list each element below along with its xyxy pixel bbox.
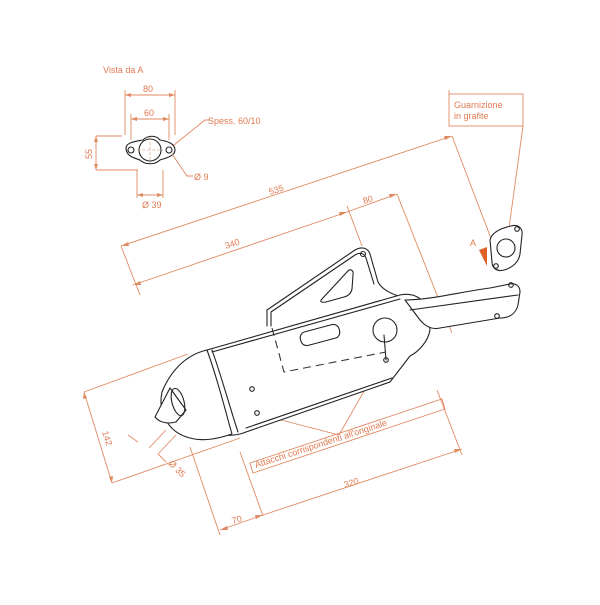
dim-height: 142 xyxy=(100,430,114,447)
dim-bracket-offset: 80 xyxy=(362,193,375,206)
gasket-note-line1: Guarnizione xyxy=(454,100,503,110)
flange-hole-diameter: Ø 9 xyxy=(194,172,209,182)
flange-outline xyxy=(125,135,176,165)
flange-bore: Ø 39 xyxy=(142,200,162,210)
mount-note: Attacchi corrispondenti all'originale xyxy=(254,418,389,470)
muffler-drawing xyxy=(154,224,523,441)
flange-width-inner: 60 xyxy=(144,108,154,118)
flange-height: 55 xyxy=(84,149,94,159)
dim-body-length: 340 xyxy=(224,237,241,251)
dim-overall-length: 535 xyxy=(268,183,285,197)
view-label: Vista da A xyxy=(103,65,143,75)
gasket-note-line2: in grafite xyxy=(454,111,489,121)
dim-mount-span: 320 xyxy=(343,476,360,490)
flange-width-outer: 80 xyxy=(143,84,153,94)
dim-outlet-diameter: Ø 35 xyxy=(167,458,188,479)
flange-view-detail: Vista da A 80 60 55 Ø 39 xyxy=(84,65,261,210)
gasket-callout: Guarnizione in grafite xyxy=(448,90,524,229)
view-arrow-label: A xyxy=(470,238,476,248)
flange-thickness-note: Spess. 60/10 xyxy=(208,116,261,126)
view-arrow-a: A xyxy=(470,238,487,266)
dim-tail-offset: 70 xyxy=(231,513,244,526)
